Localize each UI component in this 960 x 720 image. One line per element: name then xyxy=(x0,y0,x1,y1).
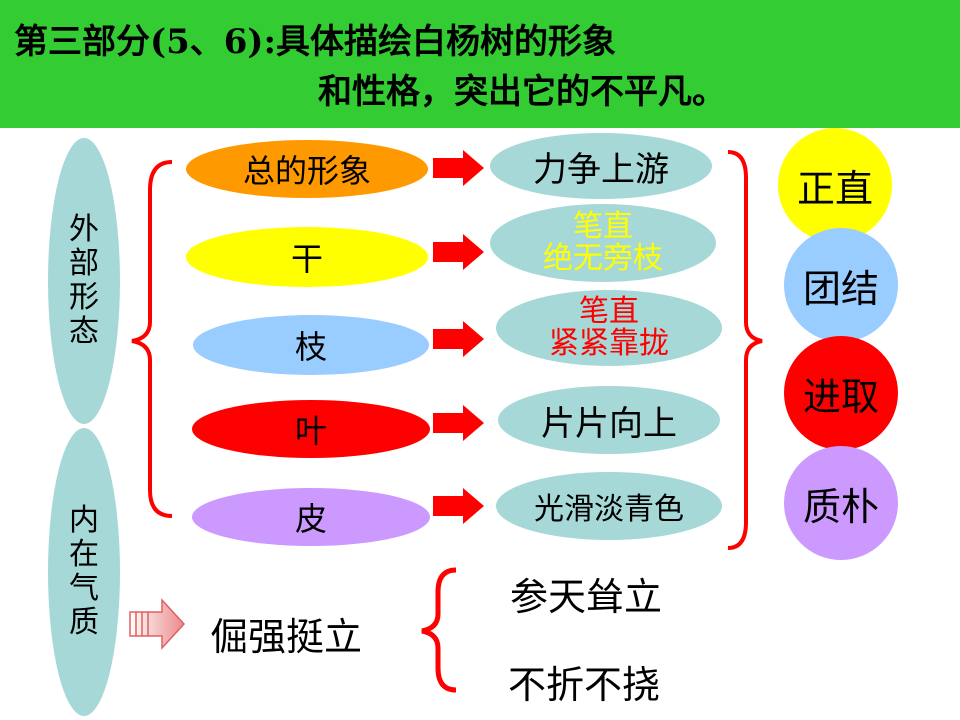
part-bark: 皮 xyxy=(192,488,430,546)
inner-quality-char: 在 xyxy=(69,537,99,572)
arrow-group xyxy=(433,150,484,524)
arrow-stripes xyxy=(135,612,149,636)
trait-simplicity: 质朴 xyxy=(784,446,898,560)
part-label: 干 xyxy=(290,240,323,278)
part-label: 总的形象 xyxy=(242,152,371,190)
feature-text: 笔直 xyxy=(573,209,633,244)
title-line-2: 和性格，突出它的不平凡。 xyxy=(318,72,726,112)
feature-striving: 力争上游 xyxy=(490,133,712,199)
inner-quality-char: 质 xyxy=(69,605,99,640)
arrow-icon xyxy=(433,321,484,357)
arrow-icon xyxy=(433,150,484,186)
part-leaf: 叶 xyxy=(192,400,430,458)
part-label: 叶 xyxy=(294,412,327,450)
trait-label: 质朴 xyxy=(802,484,879,529)
feature-text: 绝无旁枝 xyxy=(543,241,663,276)
trait-unity: 团结 xyxy=(784,228,898,342)
trait-label: 团结 xyxy=(802,266,879,311)
part-label: 皮 xyxy=(294,500,327,538)
feature-leaf: 片片向上 xyxy=(498,386,720,454)
outer-form-char: 形 xyxy=(69,280,99,315)
outer-form-label: 外 部 形 态 xyxy=(48,138,120,424)
trait-progress: 进取 xyxy=(784,336,898,450)
trait-upright: 正直 xyxy=(778,128,892,242)
arrow-icon xyxy=(433,405,484,441)
feature-text: 光滑淡青色 xyxy=(534,492,684,527)
title-line-1: 第三部分(5、6):具体描绘白杨树的形象 xyxy=(14,22,617,62)
stubborn-upright-text: 倔强挺立 xyxy=(210,615,363,659)
outer-form-char: 态 xyxy=(69,314,99,349)
feature-text: 力争上游 xyxy=(533,149,669,190)
trait-label: 进取 xyxy=(802,374,879,419)
feature-trunk: 笔直 绝无旁枝 xyxy=(490,204,716,282)
feature-bark: 光滑淡青色 xyxy=(496,472,722,540)
inner-quality-char: 气 xyxy=(69,571,99,606)
unbending-text: 不折不挠 xyxy=(508,663,661,707)
outer-form-char: 部 xyxy=(69,246,99,281)
part-branch: 枝 xyxy=(193,315,429,375)
feature-text: 笔直 xyxy=(579,294,639,329)
towering-text: 参天耸立 xyxy=(510,575,663,619)
outer-form-char: 外 xyxy=(69,212,99,247)
trait-label: 正直 xyxy=(796,166,873,211)
feature-text: 紧紧靠拢 xyxy=(549,326,669,361)
arrow-icon xyxy=(433,488,484,524)
title-banner: 第三部分(5、6):具体描绘白杨树的形象 和性格，突出它的不平凡。 xyxy=(0,0,960,128)
part-trunk: 干 xyxy=(186,227,428,287)
inner-quality-char: 内 xyxy=(69,503,99,538)
feature-branch: 笔直 紧紧靠拢 xyxy=(496,290,722,366)
right-brace xyxy=(727,150,763,550)
feature-text: 片片向上 xyxy=(541,403,677,444)
bottom-brace xyxy=(421,567,457,693)
arrow-icon xyxy=(433,234,484,270)
inner-quality-label: 内 在 气 质 xyxy=(48,428,120,716)
left-brace xyxy=(131,160,173,518)
inner-arrow-icon xyxy=(129,598,186,650)
part-overall-image: 总的形象 xyxy=(186,140,428,198)
part-label: 枝 xyxy=(294,328,327,366)
